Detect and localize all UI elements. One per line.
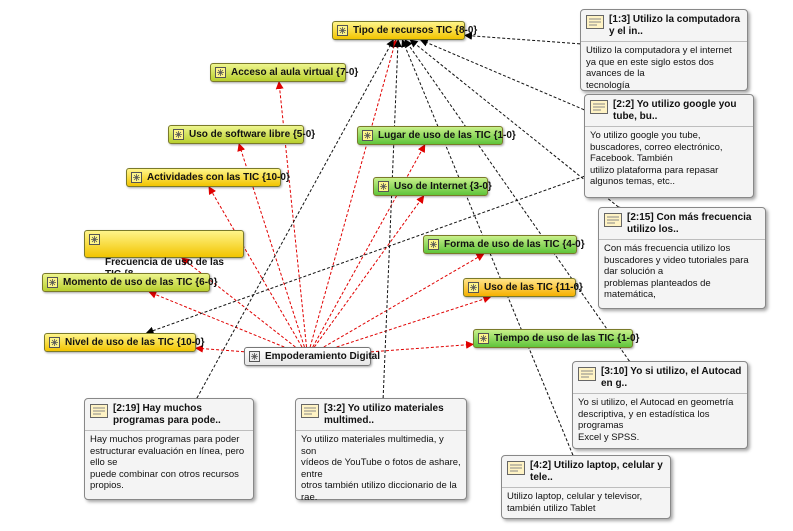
relation-line-empod-internet <box>313 195 425 348</box>
relation-line-q22-nivel <box>145 170 592 335</box>
quote-header: [4:2] Utilizo laptop, celular y tele.. <box>502 456 670 488</box>
code-node-nivel-uso[interactable]: Nivel de uso de las TIC {10-0} <box>44 333 205 352</box>
code-label: Momento de uso de las TIC {6-0} <box>63 277 218 288</box>
code-icon <box>173 129 184 140</box>
code-label: Empoderamiento Digital <box>265 351 381 362</box>
quote-title: [3:10] Yo si utilizo, el Autocad en g.. <box>601 366 742 389</box>
quote-text: Hay muchos programas para poder estructu… <box>90 434 245 491</box>
quote-node-2-19[interactable]: [2:19] Hay muchos programas para pode.. … <box>84 398 254 500</box>
relation-line-q32-tipo <box>378 39 402 406</box>
quote-title: [1:3] Utilizo la computadora y el in.. <box>609 14 741 37</box>
code-label: Tiempo de uso de las TIC {1-0} <box>494 333 640 344</box>
code-node-uso-internet[interactable]: Uso de Internet {3-0} <box>373 177 492 196</box>
quote-node-2-15[interactable]: [2:15] Con más frecuencia utilizo los.. … <box>598 207 766 309</box>
code-icon <box>478 333 489 344</box>
quote-header: [3:10] Yo si utilizo, el Autocad en g.. <box>573 362 747 394</box>
code-icon <box>428 239 439 250</box>
relation-line-q22-tipo <box>419 39 593 117</box>
code-icon <box>47 277 58 288</box>
quote-node-3-2[interactable]: [3:2] Yo utilizo materiales multimed.. Y… <box>295 398 467 503</box>
quote-text: Yo si utilizo, el Autocad en geometría d… <box>578 397 734 443</box>
code-node-frecuencia-uso[interactable]: Frecuencia de uso de las TIC {8- 0} <box>84 230 244 292</box>
quote-text: Utilizo la computadora y el internet ya … <box>586 45 732 91</box>
code-label: Uso de software libre {5-0} <box>189 129 316 140</box>
quote-header: [2:2] Yo utilizo google you tube, bu.. <box>585 95 753 127</box>
code-node-uso-tic[interactable]: Uso de las TIC {11-0} <box>463 278 583 297</box>
quote-title: [3:2] Yo utilizo materiales multimed.. <box>324 403 444 426</box>
quote-node-1-3[interactable]: [1:3] Utilizo la computadora y el in.. U… <box>580 9 748 91</box>
quote-text: Con más frecuencia utilizo los buscadore… <box>604 243 749 300</box>
relation-line-q219-tipo <box>190 39 394 407</box>
code-icon <box>362 130 373 141</box>
quote-title: [2:19] Hay muchos programas para pode.. <box>113 403 221 426</box>
code-label: Forma de uso de las TIC {4-0} <box>444 239 585 250</box>
code-label: Actividades con las TIC {10-0} <box>147 172 290 183</box>
code-label: Uso de las TIC {11-0} <box>484 282 583 293</box>
quotation-icon <box>586 15 604 29</box>
quotation-icon <box>507 461 525 475</box>
quote-title: [2:15] Con más frecuencia utilizo los.. <box>627 212 752 235</box>
quote-text: Yo utilizo materiales multimedia, y son … <box>301 434 461 503</box>
code-node-actividades[interactable]: Actividades con las TIC {10-0} <box>126 168 290 187</box>
code-label: Nivel de uso de las TIC {10-0} <box>65 337 205 348</box>
quotation-icon <box>90 404 108 418</box>
code-icon <box>215 67 226 78</box>
quote-title: [4:2] Utilizo laptop, celular y tele.. <box>530 460 663 483</box>
quotation-icon <box>578 367 596 381</box>
code-icon <box>89 234 100 245</box>
quote-node-4-2[interactable]: [4:2] Utilizo laptop, celular y tele.. U… <box>501 455 671 519</box>
quotation-icon <box>604 213 622 227</box>
quote-text: Yo utilizo google you tube, buscadores, … <box>590 130 723 187</box>
quotation-icon <box>590 100 608 114</box>
quote-header: [3:2] Yo utilizo materiales multimed.. <box>296 399 466 431</box>
relation-line-empod-tiempo <box>370 340 474 353</box>
code-label: Acceso al aula virtual {7-0} <box>231 67 359 78</box>
relation-line-empod-lugar <box>312 144 426 348</box>
code-icon <box>49 337 60 348</box>
quote-header: [1:3] Utilizo la computadora y el in.. <box>581 10 747 42</box>
code-icon <box>468 282 479 293</box>
code-node-empoderamiento-digital[interactable]: Empoderamiento Digital <box>244 347 380 366</box>
code-icon <box>337 25 348 36</box>
code-node-momento-uso[interactable]: Momento de uso de las TIC {6-0} <box>42 273 217 292</box>
code-icon <box>131 172 142 183</box>
code-node-tiempo-uso[interactable]: Tiempo de uso de las TIC {1-0} <box>473 329 639 348</box>
quote-header: [2:19] Hay muchos programas para pode.. <box>85 399 253 431</box>
code-icon <box>249 351 260 362</box>
code-node-tipo-recursos[interactable]: Tipo de recursos TIC {8-0} <box>332 21 477 40</box>
quote-header: [2:15] Con más frecuencia utilizo los.. <box>599 208 765 240</box>
quote-node-3-10[interactable]: [3:10] Yo si utilizo, el Autocad en g.. … <box>572 361 748 449</box>
relation-line-empod-usotic <box>336 295 492 348</box>
code-node-acceso-aula-virtual[interactable]: Acceso al aula virtual {7-0} <box>210 63 358 82</box>
code-node-lugar-uso[interactable]: Lugar de uso de las TIC {1-0} <box>357 126 516 145</box>
code-icon <box>378 181 389 192</box>
quotation-icon <box>301 404 319 418</box>
code-label: Lugar de uso de las TIC {1-0} <box>378 130 516 141</box>
relation-line-empod-acceso <box>275 81 308 348</box>
code-node-software-libre[interactable]: Uso de software libre {5-0} <box>168 125 315 144</box>
quote-text: Utilizo laptop, celular y televisor, tam… <box>507 491 643 514</box>
code-node-forma-uso[interactable]: Forma de uso de las TIC {4-0} <box>423 235 585 254</box>
code-label: Uso de Internet {3-0} <box>394 181 492 192</box>
quote-node-2-2[interactable]: [2:2] Yo utilizo google you tube, bu.. Y… <box>584 94 754 198</box>
code-label: Tipo de recursos TIC {8-0} <box>353 25 478 36</box>
relation-line-q13-tipo <box>464 31 588 49</box>
quote-title: [2:2] Yo utilizo google you tube, bu.. <box>613 99 737 122</box>
